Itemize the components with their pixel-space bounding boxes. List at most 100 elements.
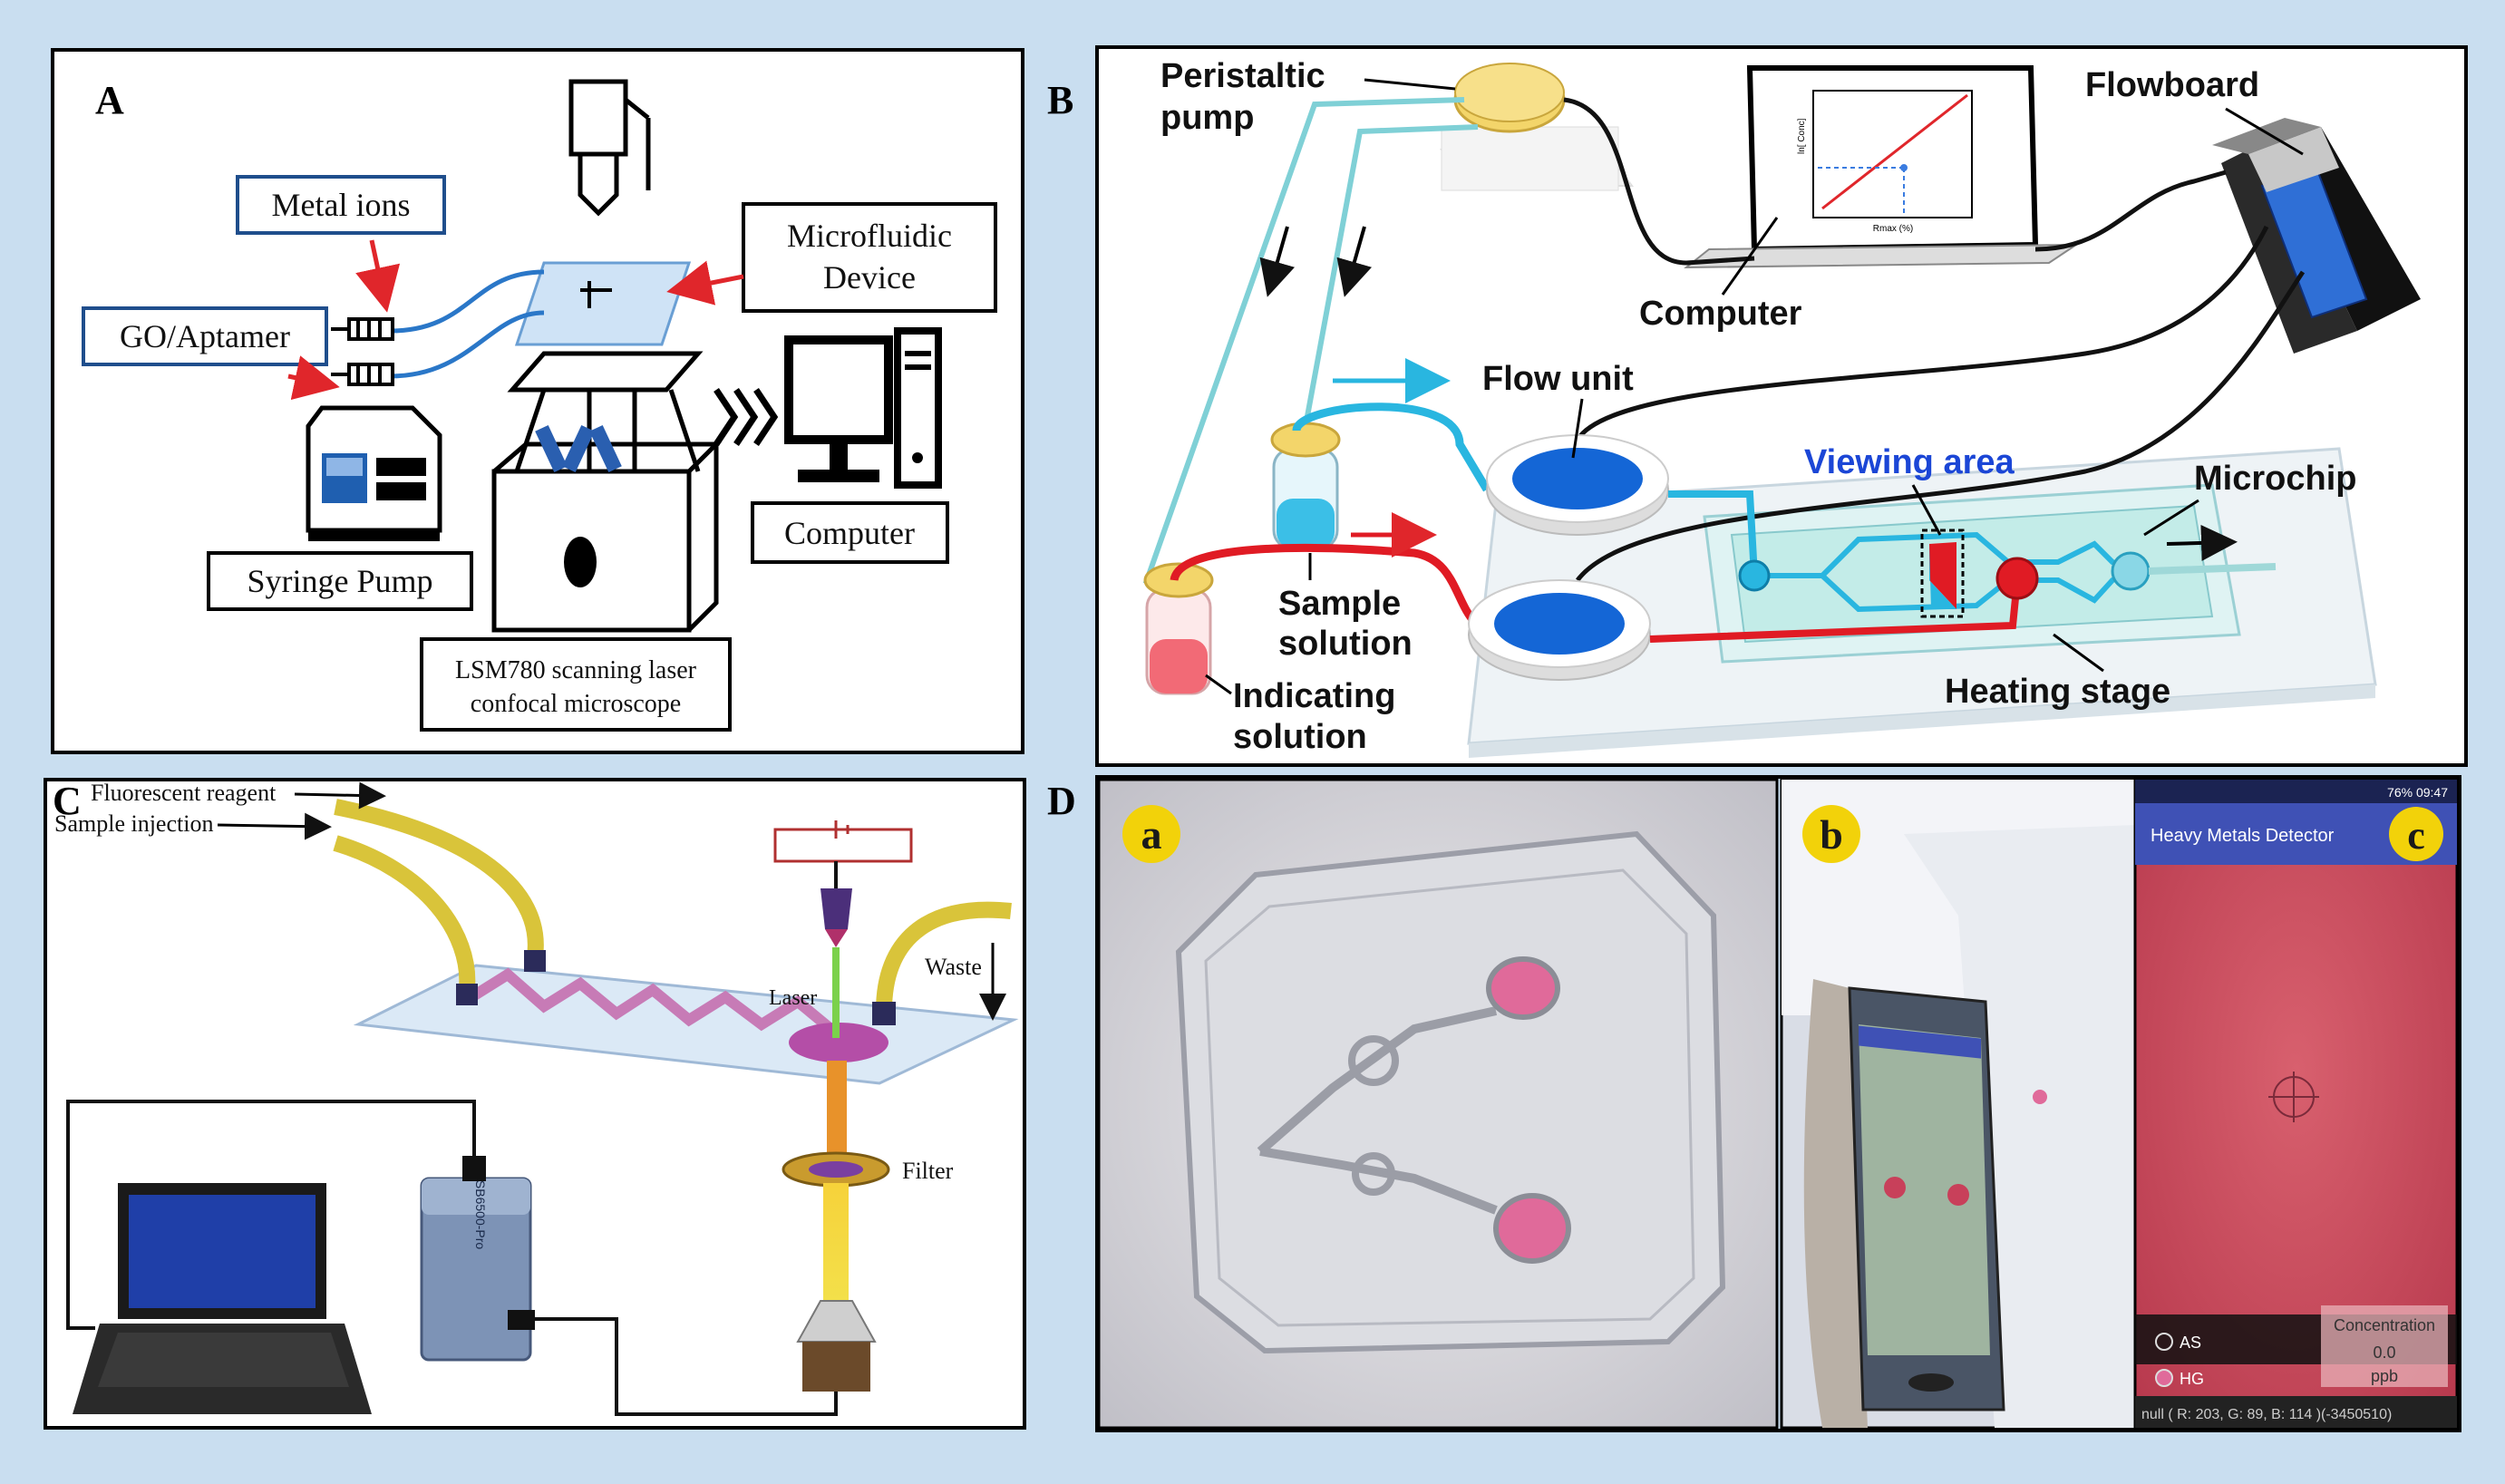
daq-cable-2	[535, 1317, 838, 1416]
radio-hg-circle[interactable]	[2155, 1369, 2173, 1387]
viewing-area-fill	[1929, 542, 1956, 609]
detection-chamber	[789, 1023, 888, 1062]
laser-beam	[832, 947, 840, 1038]
syringe-pump-box	[207, 551, 473, 611]
sub-c-badge	[2389, 807, 2443, 861]
chip-inner-edge	[1204, 868, 1695, 1327]
concentration-panel	[2321, 1305, 2448, 1387]
tube-bottom	[389, 310, 545, 379]
daq-cable-1	[66, 1100, 476, 1330]
sample-port	[456, 984, 478, 1005]
pump-leader	[1364, 78, 1456, 91]
app-status-bar	[2135, 780, 2457, 803]
filter-label: Filter	[902, 1158, 954, 1184]
chevrons-icon	[714, 388, 779, 446]
sub-b-badge	[1802, 805, 1860, 863]
peristaltic-pump-label-2: pump	[1160, 99, 1254, 137]
emission-beam-upper	[827, 1061, 847, 1160]
metal-ions-arrow	[355, 239, 401, 313]
panel-d-letter: D	[1047, 779, 1076, 823]
radio-as-circle[interactable]	[2155, 1333, 2173, 1351]
concentration-label: Concentration	[2334, 1316, 2435, 1334]
daq-device-icon: USB6500-Pro	[420, 1156, 535, 1362]
syringe-2-icon	[331, 363, 394, 386]
microchip	[1730, 504, 2214, 644]
computer-label-b: Computer	[1639, 295, 1802, 333]
pump-block	[1441, 126, 1619, 191]
fluorescent-reagent-label: Fluorescent reagent	[91, 780, 277, 806]
laser-tip	[825, 929, 848, 947]
chip-blue-feed	[1668, 490, 1758, 577]
outlet-tube	[2148, 563, 2277, 575]
microchip-label: Microchip	[2194, 460, 2356, 498]
indicating-solution-label-1: Indicating	[1233, 677, 1395, 715]
chip-channels	[1257, 1006, 1498, 1215]
flow-unit-1	[1486, 434, 1669, 536]
tube-top	[389, 269, 545, 334]
waste-label: Waste	[925, 954, 982, 980]
plot-ylabel: ln[ Conc]	[1797, 118, 1807, 154]
go-aptamer-box	[82, 306, 328, 366]
crosshair-icon	[2268, 1072, 2319, 1122]
heating-stage-leader	[2053, 633, 2104, 673]
panel-b-letter: B	[1047, 78, 1073, 122]
device-arrow	[666, 260, 744, 306]
flowboard-label: Flowboard	[2085, 66, 2259, 104]
panel-a-letter: A	[95, 78, 124, 122]
chip-in-photo	[2033, 1090, 2047, 1104]
reagent-arrow	[294, 781, 386, 810]
viewing-area-box	[1920, 529, 1965, 618]
sample-solution-label-2: solution	[1278, 625, 1413, 663]
sub-a-badge	[1122, 805, 1180, 863]
sample-vial-icon	[1270, 422, 1341, 550]
flowboard-icon	[2212, 118, 2421, 354]
app-title: Heavy Metals Detector	[2151, 826, 2335, 846]
panel-c: C USB6500-Pro	[44, 778, 1026, 1430]
chip-inlet-port	[1738, 559, 1771, 592]
radio-as[interactable]: AS	[2155, 1333, 2201, 1352]
flow-unit-2	[1468, 579, 1651, 681]
outlet-arrow	[2166, 524, 2238, 561]
chip-outlet-port	[2111, 551, 2151, 591]
waste-tube	[876, 901, 1012, 1012]
panel-a: A	[51, 48, 1024, 754]
laptop-icon	[73, 1183, 372, 1414]
microfluidic-device-label-1: Microfluidic	[787, 218, 952, 254]
pump-top	[1454, 63, 1565, 122]
waste-port	[872, 1002, 896, 1025]
microscope-optics-icon	[535, 424, 622, 473]
sub-a-letter: a	[1141, 811, 1162, 858]
radio-hg-label: HG	[2180, 1370, 2204, 1388]
go-aptamer-arrow	[287, 355, 340, 401]
detector-lens	[796, 1300, 877, 1343]
microchip-leader	[2143, 499, 2199, 537]
laser-label: Laser	[769, 986, 817, 1010]
go-aptamer-label: GO/Aptamer	[120, 318, 290, 354]
flow-unit-leader	[1571, 398, 1584, 459]
reagent-tube	[334, 799, 544, 958]
chip-red-port	[1995, 557, 2039, 600]
pdms-chip	[1175, 830, 1726, 1354]
smartphone-icon	[1848, 986, 2005, 1411]
radio-as-label: AS	[2180, 1334, 2201, 1352]
indicating-leader	[1205, 674, 1232, 695]
rgb-readout: null ( R: 203, G: 89, B: 114 )(-3450510)	[2141, 1407, 2392, 1422]
panel-d: D a b 76% 09:4	[1047, 775, 2461, 1432]
concentration-unit: ppb	[2371, 1367, 2398, 1385]
plot-xlabel: Rmax (%)	[1873, 224, 1913, 234]
heating-stage-label: Heating stage	[1945, 673, 2170, 711]
microscope-box	[420, 637, 732, 732]
microscope-objective-dot	[564, 537, 597, 587]
detection-well-1	[1486, 956, 1560, 1020]
computer-label-a: Computer	[784, 515, 915, 551]
microscope-label-1: LSM780 scanning laser	[455, 656, 697, 684]
metal-ions-box	[236, 175, 446, 235]
radio-hg[interactable]: HG	[2155, 1369, 2204, 1388]
syringe-1-icon	[331, 317, 394, 341]
syringe-pump-label: Syringe Pump	[247, 563, 432, 599]
concentration-value: 0.0	[2373, 1343, 2395, 1362]
sample-tube	[333, 835, 476, 989]
serpentine-channel	[468, 967, 838, 1036]
laser-circuit	[773, 828, 913, 863]
flow-arrow-1	[1259, 226, 1296, 297]
